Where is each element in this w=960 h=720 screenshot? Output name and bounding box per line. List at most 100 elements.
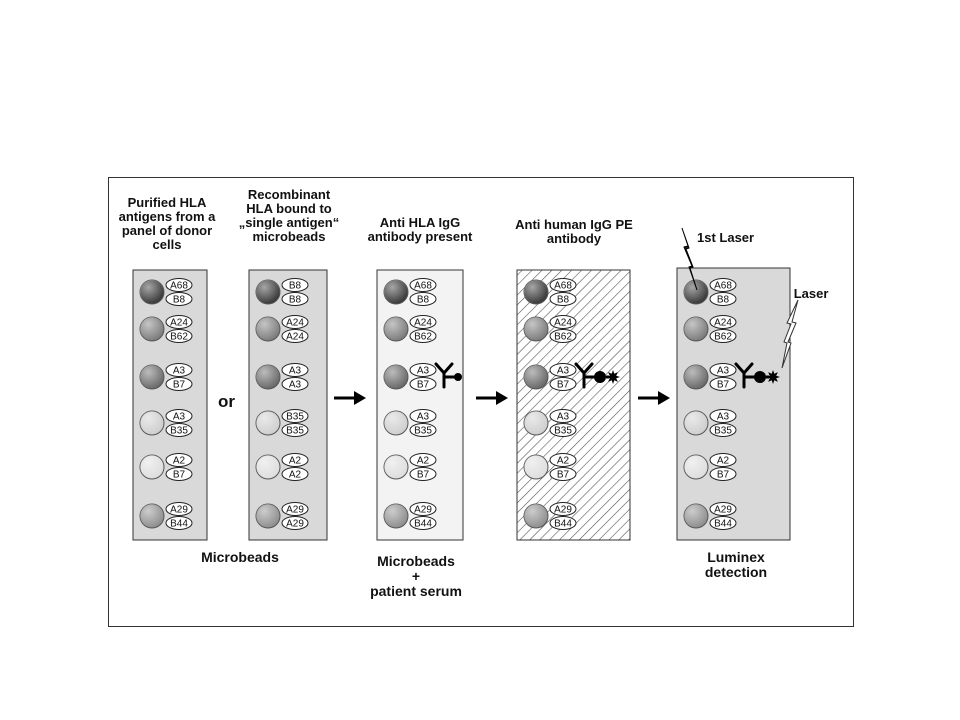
svg-text:A3: A3: [717, 412, 730, 423]
svg-text:A29: A29: [170, 505, 188, 516]
igg-antibody: [434, 362, 462, 389]
igg-antibody: [734, 362, 780, 389]
hla-antigen: B7: [409, 467, 437, 481]
svg-text:B44: B44: [714, 519, 732, 530]
hla-antigen: A2: [281, 453, 309, 467]
svg-text:B7: B7: [717, 470, 730, 481]
svg-text:A3: A3: [173, 366, 186, 377]
hla-antigen: A68: [709, 278, 737, 292]
svg-text:B8: B8: [717, 295, 730, 306]
hla-antigen: A29: [709, 502, 737, 516]
svg-text:B35: B35: [286, 412, 304, 423]
hla-antigen: B8: [281, 278, 309, 292]
svg-text:B62: B62: [170, 332, 188, 343]
process-arrow: [476, 391, 508, 405]
hla-antigen: A24: [281, 315, 309, 329]
pe-fluorophore: [766, 370, 780, 384]
microbeads-footer: Microbeads: [201, 549, 279, 565]
hla-antigen: A2: [709, 453, 737, 467]
svg-text:A29: A29: [286, 519, 304, 530]
panel-1-title: Purified HLA antigens from a panel of do…: [118, 195, 216, 252]
hla-antigen: B62: [409, 329, 437, 343]
svg-text:A2: A2: [173, 456, 186, 467]
svg-text:A2: A2: [417, 456, 430, 467]
hla-antigen: B44: [165, 516, 193, 530]
hla-antigen: A2: [409, 453, 437, 467]
svg-text:B7: B7: [557, 380, 570, 391]
svg-text:B7: B7: [173, 470, 186, 481]
svg-text:B8: B8: [417, 295, 430, 306]
panel-4-title: Anti human IgG PE antibody: [515, 217, 633, 246]
hla-antigen: B35: [281, 409, 309, 423]
hla-antigen: A3: [709, 409, 737, 423]
igg-antibody: [574, 362, 620, 389]
hla-antigen: B35: [165, 423, 193, 437]
svg-text:A68: A68: [554, 281, 572, 292]
svg-text:A2: A2: [557, 456, 570, 467]
hla-antigen: A29: [281, 502, 309, 516]
first-laser-label: 1st Laser: [693, 228, 759, 247]
hla-antigen: B44: [409, 516, 437, 530]
hla-antigen: A68: [165, 278, 193, 292]
pe-fluorophore: [606, 370, 620, 384]
svg-text:B44: B44: [170, 519, 188, 530]
hla-antigen: B7: [549, 467, 577, 481]
hla-antigen: A68: [409, 278, 437, 292]
svg-text:B8: B8: [173, 295, 186, 306]
svg-text:A29: A29: [554, 505, 572, 516]
svg-text:B35: B35: [414, 426, 432, 437]
svg-text:B35: B35: [554, 426, 572, 437]
hla-antigen: B7: [549, 377, 577, 391]
second-laser-bolt: [781, 299, 799, 369]
hla-antigen: B35: [709, 423, 737, 437]
hla-antigen: B35: [409, 423, 437, 437]
hla-antigen: A68: [549, 278, 577, 292]
svg-text:A2: A2: [717, 456, 730, 467]
svg-text:B7: B7: [717, 380, 730, 391]
svg-text:A3: A3: [557, 366, 570, 377]
svg-text:A24: A24: [714, 318, 732, 329]
hla-antigen: A3: [165, 363, 193, 377]
hla-antigen: A3: [709, 363, 737, 377]
hla-antigen: A3: [281, 377, 309, 391]
svg-text:A3: A3: [557, 412, 570, 423]
hla-antigen: A3: [409, 363, 437, 377]
hla-antigen: B8: [409, 292, 437, 306]
hla-antigen: A2: [165, 453, 193, 467]
svg-text:A24: A24: [170, 318, 188, 329]
svg-text:A24: A24: [286, 318, 304, 329]
hla-antigen: A29: [281, 516, 309, 530]
svg-text:B7: B7: [557, 470, 570, 481]
hla-antigen: A3: [549, 409, 577, 423]
svg-text:B8: B8: [557, 295, 570, 306]
svg-text:A24: A24: [286, 332, 304, 343]
svg-text:B44: B44: [414, 519, 432, 530]
hla-antigen: A24: [549, 315, 577, 329]
svg-text:B44: B44: [554, 519, 572, 530]
hla-antigen: B35: [281, 423, 309, 437]
svg-text:B62: B62: [554, 332, 572, 343]
svg-text:A3: A3: [289, 366, 302, 377]
hla-antigen: A2: [281, 467, 309, 481]
svg-text:A29: A29: [414, 505, 432, 516]
